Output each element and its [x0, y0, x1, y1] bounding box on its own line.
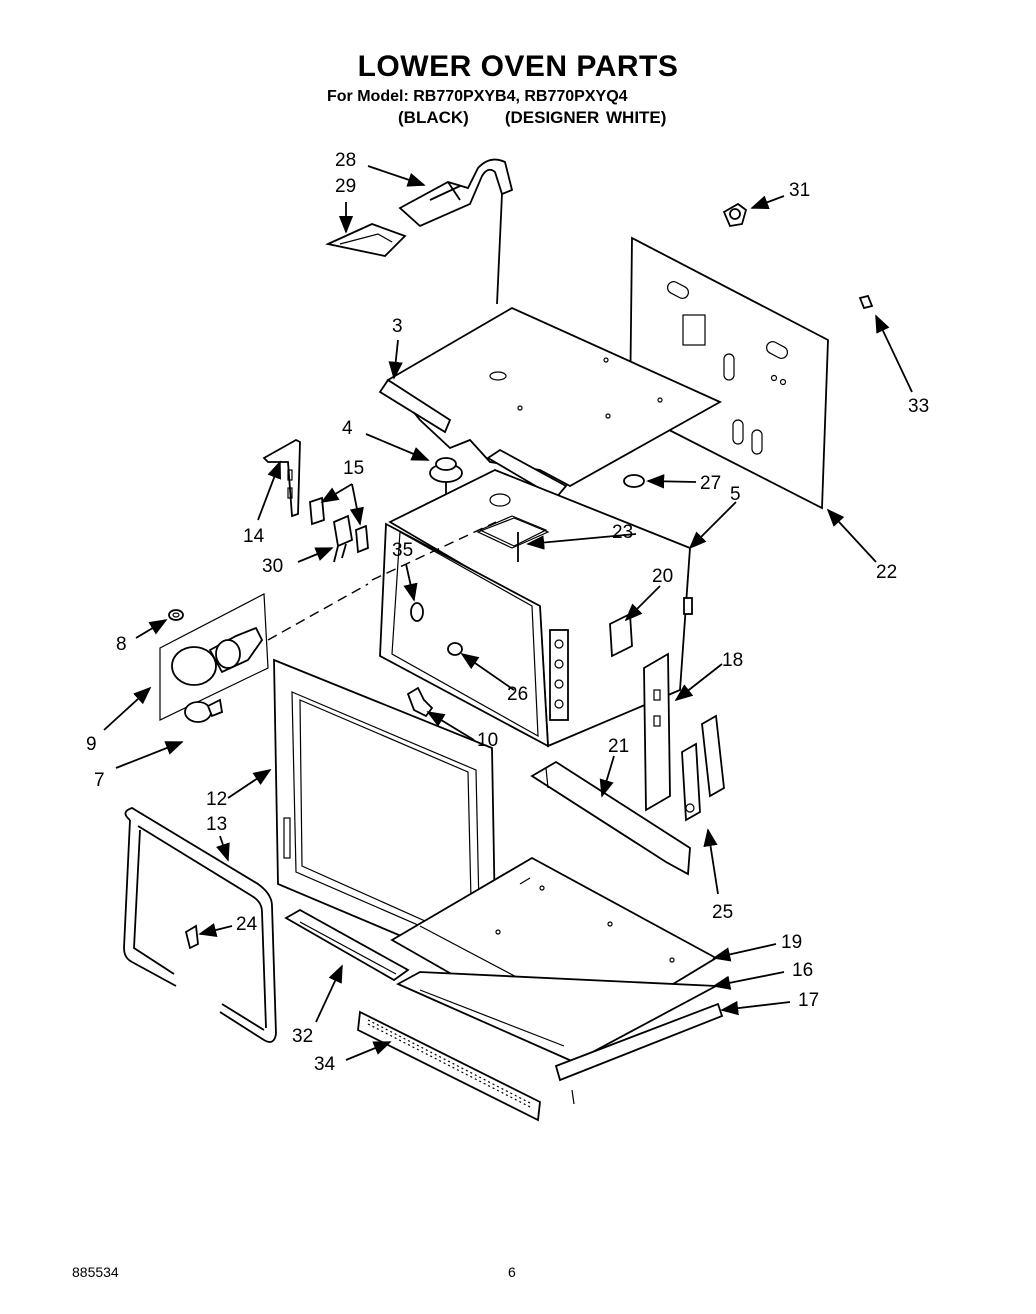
part-15-switch [309, 496, 369, 554]
part-35-lens [410, 602, 424, 622]
callout-35: 35 [392, 540, 413, 561]
callout-31: 31 [789, 180, 810, 201]
part-4-socket [429, 457, 463, 500]
part-20-bracket [609, 612, 633, 658]
model-line: For Model: RB770PXYB4, RB770PXYQ4 [327, 88, 628, 105]
part-32-trim [284, 908, 410, 982]
part-28-vent-duct [398, 158, 514, 305]
callout-28: 28 [335, 150, 356, 171]
lamp-housing [208, 626, 264, 674]
part-33-bracket [858, 294, 874, 310]
callout-labels: 28 29 31 3 33 4 15 27 5 14 23 30 35 22 2… [86, 150, 929, 1075]
callout-26: 26 [507, 684, 528, 705]
callout-24: 24 [236, 914, 258, 935]
callout-17: 17 [798, 990, 819, 1011]
callout-15: 15 [343, 458, 364, 479]
leader-lines [103, 165, 913, 1061]
page-number: 6 [508, 1264, 516, 1280]
callout-27: 27 [700, 473, 721, 494]
color-white-label: (DESIGNER WHITE) [504, 108, 667, 127]
callout-33: 33 [908, 396, 929, 417]
callout-12: 12 [206, 789, 227, 810]
part-14-bracket [262, 438, 301, 518]
lamp-assembly-group [159, 521, 497, 721]
callout-9: 9 [86, 734, 97, 755]
callout-3: 3 [392, 316, 403, 337]
callout-4: 4 [342, 418, 353, 439]
part-23-plate [478, 515, 548, 547]
callout-32: 32 [292, 1026, 313, 1047]
callout-18: 18 [722, 650, 743, 671]
callout-16: 16 [792, 960, 813, 981]
part-7-bulb [184, 698, 224, 723]
callout-7: 7 [94, 770, 105, 791]
part-24-clip [184, 924, 199, 950]
part-13-gasket [123, 807, 277, 1043]
callout-21: 21 [608, 736, 629, 757]
callout-14: 14 [243, 526, 265, 547]
callout-34: 34 [314, 1054, 336, 1075]
page-title: LOWER OVEN PARTS [357, 50, 679, 83]
part-34-vent-grille [357, 1010, 541, 1122]
color-black-label: (BLACK) [398, 108, 469, 127]
callout-8: 8 [116, 634, 127, 655]
callout-30: 30 [262, 556, 283, 577]
part-16-panel [395, 971, 720, 1064]
callout-20: 20 [652, 566, 673, 587]
callout-23: 23 [612, 522, 633, 543]
part-18-side-rail [643, 652, 671, 812]
part-27-plug [623, 474, 645, 488]
callout-19: 19 [781, 932, 802, 953]
part-25-hinges [681, 714, 725, 822]
part-8-nut [168, 609, 184, 621]
callout-25: 25 [712, 902, 733, 923]
part-31-thermostat [722, 202, 748, 228]
callout-5: 5 [730, 484, 741, 505]
callout-13: 13 [206, 814, 227, 835]
callout-10: 10 [477, 730, 498, 751]
color-variants: (BLACK) (DESIGNER WHITE) [398, 108, 666, 128]
part-29-shield [325, 223, 407, 257]
part-22-rear-panel [629, 236, 829, 510]
part-30-switch [332, 514, 354, 563]
document-part-number: 885534 [72, 1264, 119, 1280]
part-9-lens [171, 646, 217, 686]
part-10-clip [406, 686, 434, 718]
part-17-rail [554, 1002, 724, 1105]
callout-29: 29 [335, 176, 356, 197]
part-26-lens [447, 642, 463, 656]
callout-22: 22 [876, 562, 897, 583]
part-21-bracket [530, 760, 691, 876]
